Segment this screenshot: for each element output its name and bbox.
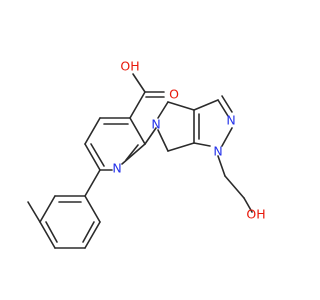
bond-tolyl-2: [84, 221, 101, 249]
bond-tolyl-5: [39, 195, 56, 223]
bond-pyrroline-4: [167, 142, 195, 152]
bond-tolyl-inner-1: [82, 221, 95, 243]
bond-pyrroline-1: [157, 101, 169, 119]
bond-pyridine-pyrroline: [144, 127, 157, 145]
bond-pyridine-tolyl: [84, 169, 101, 197]
pyrazole-nitrogen-2-label: N: [226, 113, 235, 128]
bond-tolyl-methyl: [27, 201, 41, 223]
bond-pyrazole-1: [193, 99, 219, 111]
pyrroline-nitrogen-label: N: [151, 117, 160, 132]
hydroxyl-oh-label: OH: [120, 59, 139, 74]
bond-side-3: [243, 197, 253, 213]
bond-pyridine-inner-3: [125, 144, 139, 161]
bond-ring-cooh: [129, 91, 146, 119]
bond-pyrroline-5: [157, 129, 169, 152]
terminal-hydroxyl-label: OH: [246, 207, 265, 222]
bond-cooh-c-oh: [132, 73, 146, 93]
atom-label-group: O OH N N N N OH: [112, 59, 265, 222]
bond-pyrroline-2: [167, 101, 195, 111]
bond-side-2: [224, 175, 245, 199]
bond-pyrazole-5: [193, 142, 211, 147]
bond-side-1: [217, 155, 226, 177]
pyrazole-nitrogen-1-label: N: [213, 144, 222, 159]
bond-pyrazole-4: [221, 127, 233, 147]
bond-tolyl-1: [84, 195, 101, 223]
bond-pyrazole-3: [221, 95, 233, 113]
carboxyl-oxygen-label: O: [169, 87, 179, 102]
bond-pyridine-2: [84, 117, 101, 145]
bond-tolyl-4: [39, 221, 56, 249]
chemical-structure-diagram: O OH N N N N OH: [27, 59, 266, 249]
bond-pyridine-3: [84, 143, 101, 171]
bond-pyridine-inner-2: [90, 143, 105, 167]
bond-pyridine-5: [121, 143, 146, 165]
pyridine-nitrogen-label: N: [112, 161, 121, 176]
bond-pyridine-6: [129, 117, 146, 145]
bond-lines: [27, 73, 253, 249]
bond-pyrazole-2: [217, 99, 229, 117]
bond-tolyl-inner-2: [45, 221, 58, 243]
